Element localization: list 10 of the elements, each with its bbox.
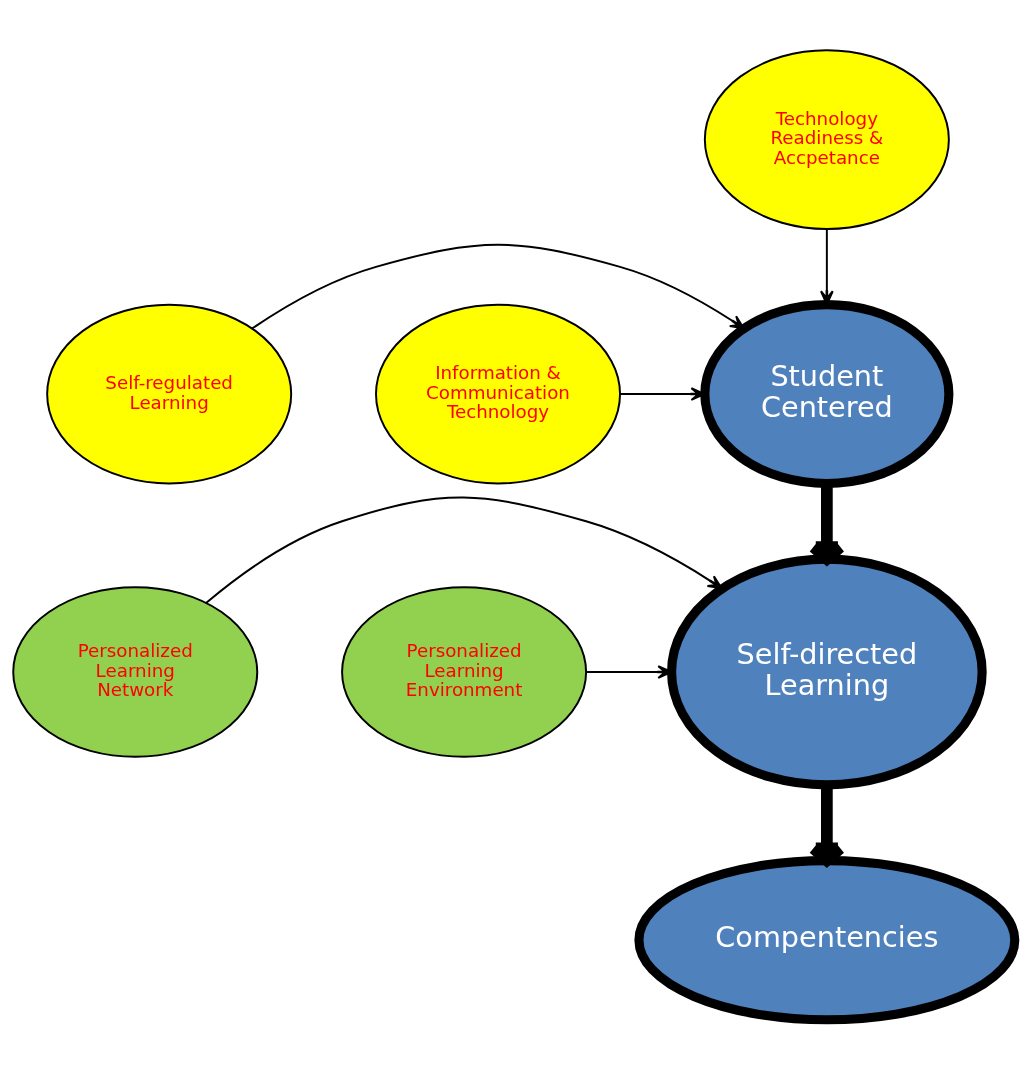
arrow — [205, 496, 723, 604]
node-ellipse: Self-directed Learning — [667, 554, 987, 790]
node-ellipse: Personalized Learning Environment — [341, 586, 588, 758]
node-ellipse: Compentencies — [634, 856, 1020, 1025]
node-ellipse: Technology Readiness & Accpetance — [703, 49, 950, 230]
node-ellipse: Student Centered — [700, 300, 954, 489]
node-ellipse: Personalized Learning Network — [12, 586, 259, 758]
node-ellipse: Information & Communication Technology — [375, 303, 621, 485]
arrow — [251, 243, 745, 330]
node-ellipse: Self-regulated Learning — [46, 303, 293, 485]
